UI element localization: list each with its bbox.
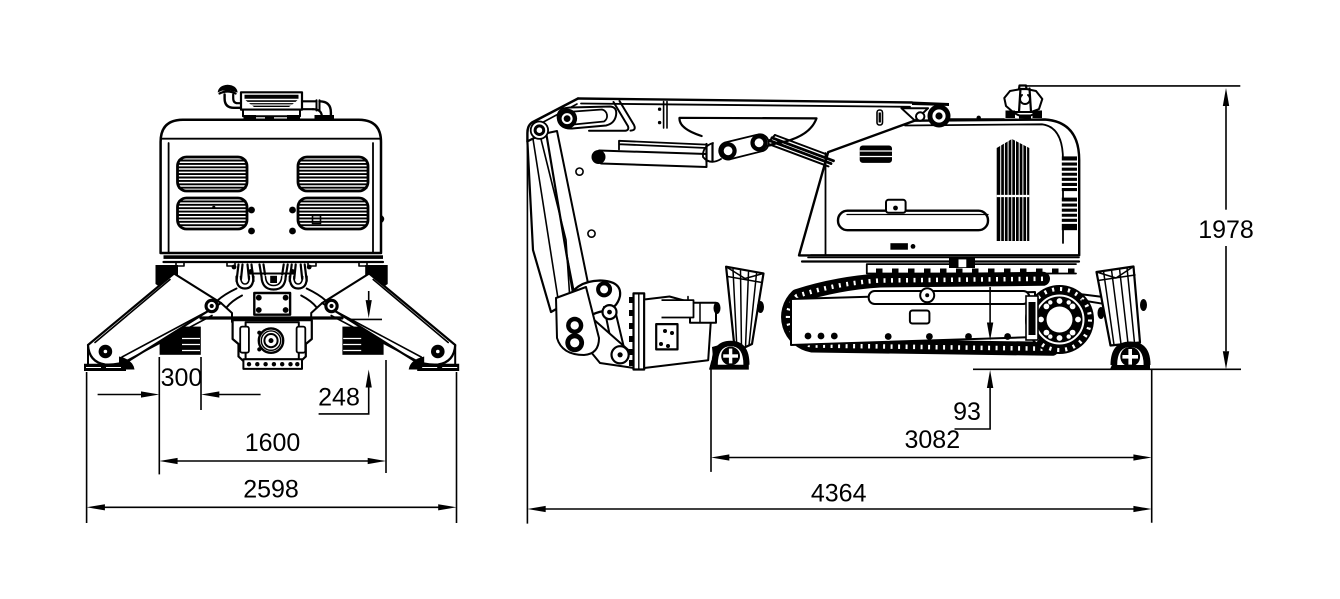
svg-text:93: 93 (953, 398, 981, 426)
svg-text:2598: 2598 (243, 476, 299, 504)
svg-text:1978: 1978 (1198, 216, 1254, 244)
svg-text:3082: 3082 (904, 426, 960, 454)
svg-text:1600: 1600 (245, 429, 301, 457)
svg-text:4364: 4364 (811, 480, 867, 508)
svg-text:300: 300 (161, 364, 203, 392)
svg-text:248: 248 (318, 384, 360, 412)
